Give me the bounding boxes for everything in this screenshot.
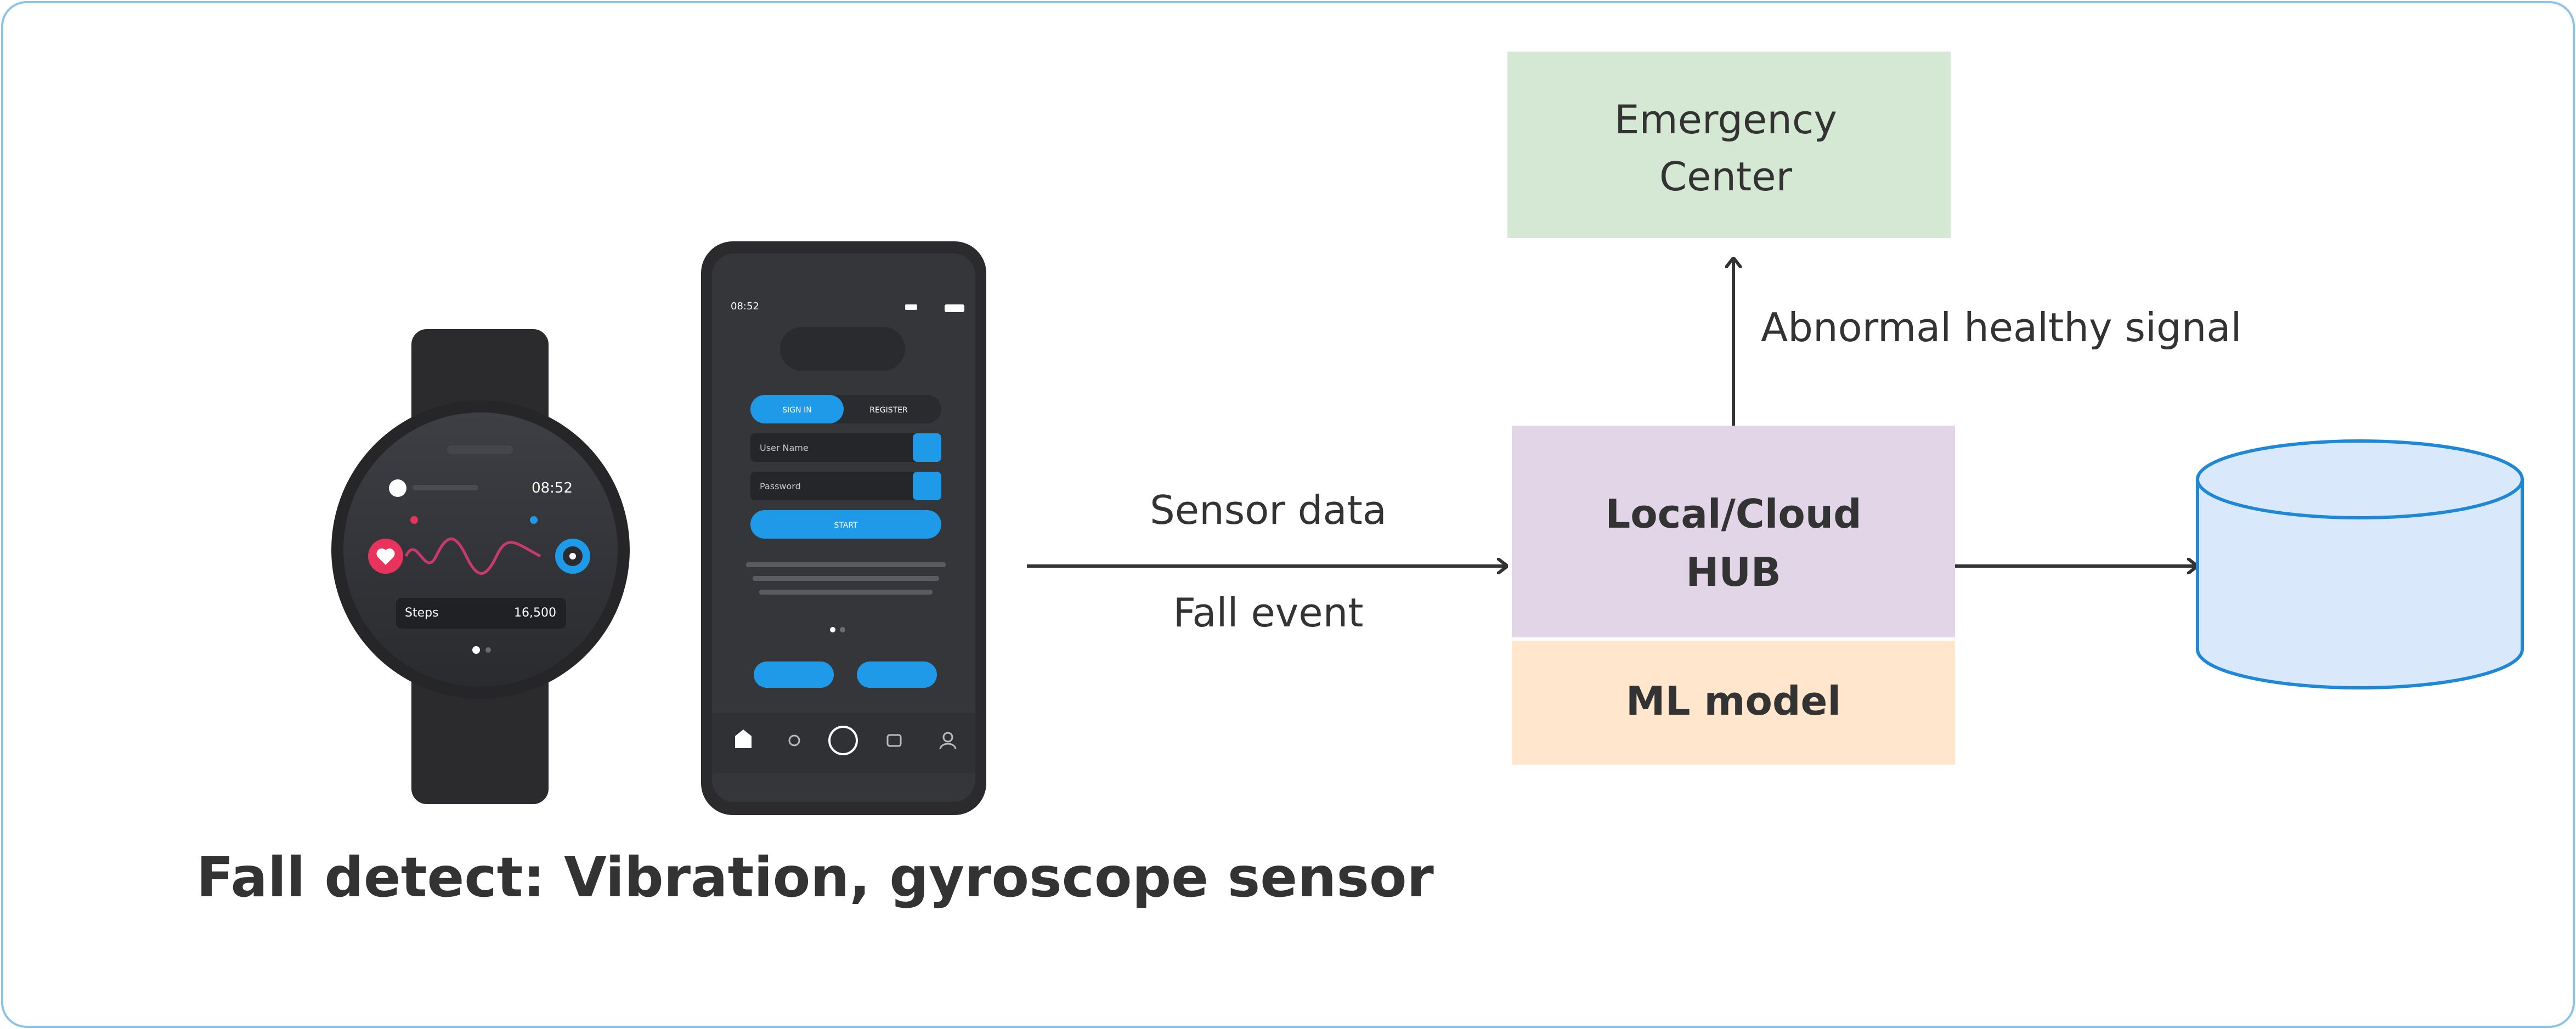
smartphone-icon: 08:52 SIGN IN REGISTER User Name Passwor… (701, 241, 986, 815)
phone-start: START (834, 521, 858, 530)
watch-steps-value: 16,500 (514, 606, 556, 620)
phone-field-password: Password (760, 481, 801, 491)
smartwatch-icon: 08:52 Steps 16,500 (331, 329, 630, 804)
node-local-cloud-hub[interactable] (1512, 426, 1955, 637)
edge-label-fall: Fall event (1173, 590, 1364, 636)
phone-field-user: User Name (760, 443, 809, 453)
node-emergency-line2: Center (1659, 154, 1793, 200)
node-emergency-center[interactable] (1507, 52, 1951, 238)
phone-tab-signin: SIGN IN (782, 406, 811, 415)
diagram-caption: Fall detect: Vibration, gyroscope sensor (196, 845, 1434, 909)
watch-steps-label: Steps (405, 606, 439, 620)
edge-label-abnormal: Abnormal healthy signal (1761, 304, 2242, 350)
phone-tab-register: REGISTER (869, 406, 908, 415)
node-ml-model[interactable] (1512, 641, 1955, 765)
edge-label-sensor: Sensor data (1150, 487, 1387, 533)
node-hub-line2: HUB (1686, 549, 1781, 595)
node-ml-label: ML model (1626, 678, 1841, 724)
database-cylinder-icon[interactable] (2196, 439, 2524, 689)
node-emergency-line1: Emergency (1614, 97, 1837, 143)
watch-time: 08:52 (532, 480, 573, 496)
node-hub-line1: Local/Cloud (1605, 491, 1861, 537)
phone-status-time: 08:52 (731, 301, 759, 312)
